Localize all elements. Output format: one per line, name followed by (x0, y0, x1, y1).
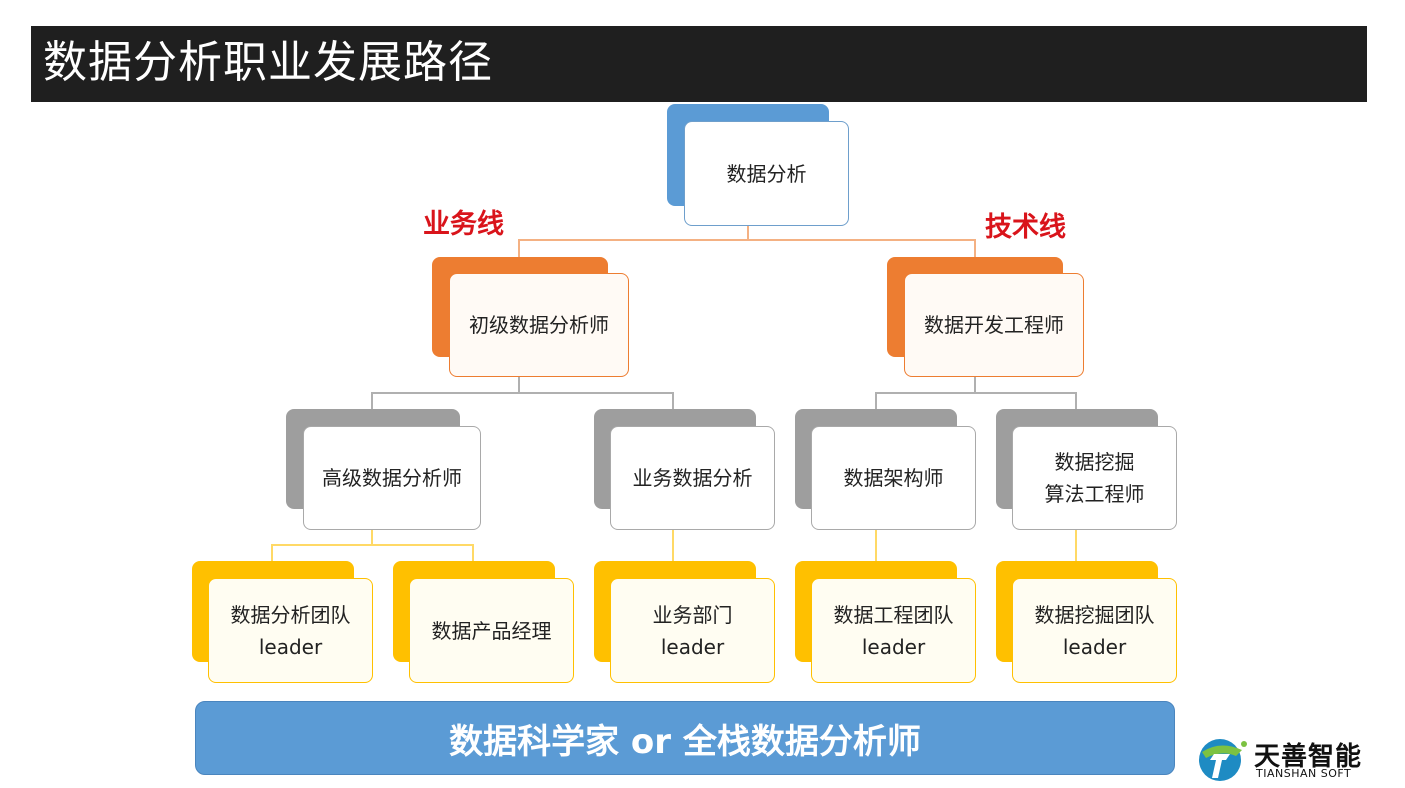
node-mining-engineer: 数据挖掘 算法工程师 (996, 409, 1177, 530)
logo-name-cn: 天善智能 (1254, 742, 1363, 772)
node-product-manager-label: 数据产品经理 (431, 618, 552, 643)
node-junior-analyst-label: 初级数据分析师 (469, 313, 609, 337)
bottom-banner-label: 数据科学家 or 全栈数据分析师 (449, 721, 921, 762)
node-data-dev: 数据开发工程师 (887, 257, 1084, 377)
connector-junior-senior (371, 376, 520, 411)
node-data-dev-label: 数据开发工程师 (924, 313, 1064, 337)
company-logo: 天善智能 TIANSHAN SOFT (1196, 734, 1386, 784)
node-business-lead-label-2: leader (660, 634, 725, 659)
node-mining-lead-label-1: 数据挖掘团队 (1034, 602, 1155, 627)
connector-root-dev (748, 239, 976, 259)
node-business-analyst-label: 业务数据分析 (632, 466, 753, 490)
node-analysis-lead: 数据分析团队 leader (192, 561, 373, 683)
tech-line-label: 技术线 (985, 212, 1066, 243)
connector-senior-pm (372, 544, 474, 563)
node-engineering-lead-label-1: 数据工程团队 (833, 602, 954, 627)
logo-icon (1199, 739, 1247, 781)
node-data-architect-label: 数据架构师 (843, 466, 944, 490)
node-junior-analyst: 初级数据分析师 (432, 257, 629, 377)
node-business-analyst: 业务数据分析 (594, 409, 775, 530)
connector-dev-mining (975, 392, 1077, 411)
logo-name-en: TIANSHAN SOFT (1256, 767, 1352, 780)
node-senior-analyst-label: 高级数据分析师 (322, 466, 462, 490)
node-business-lead: 业务部门 leader (594, 561, 775, 683)
connector-root-junior (518, 224, 749, 259)
page-title: 数据分析职业发展路径 (43, 37, 493, 88)
node-business-lead-label-1: 业务部门 (652, 602, 733, 627)
node-root: 数据分析 (667, 104, 849, 226)
node-product-manager: 数据产品经理 (393, 561, 574, 683)
node-mining-lead: 数据挖掘团队 leader (996, 561, 1177, 683)
node-mining-engineer-label-2: 算法工程师 (1044, 482, 1145, 506)
title-bar: 数据分析职业发展路径 (31, 26, 1367, 102)
node-analysis-lead-label-2: leader (258, 634, 323, 659)
bottom-banner: 数据科学家 or 全栈数据分析师 (195, 701, 1175, 775)
node-mining-engineer-label-1: 数据挖掘 (1054, 450, 1135, 474)
node-analysis-lead-label-1: 数据分析团队 (230, 602, 351, 627)
node-engineering-lead: 数据工程团队 leader (795, 561, 976, 683)
connector-senior-lead (271, 528, 373, 563)
node-engineering-lead-label-2: leader (861, 634, 926, 659)
node-mining-lead-label-2: leader (1062, 634, 1127, 659)
node-senior-analyst: 高级数据分析师 (286, 409, 481, 530)
business-line-label: 业务线 (423, 209, 504, 240)
connector-junior-business (519, 392, 674, 411)
connector-dev-architect (875, 376, 976, 411)
node-root-label: 数据分析 (726, 161, 807, 186)
node-data-architect: 数据架构师 (795, 409, 976, 530)
